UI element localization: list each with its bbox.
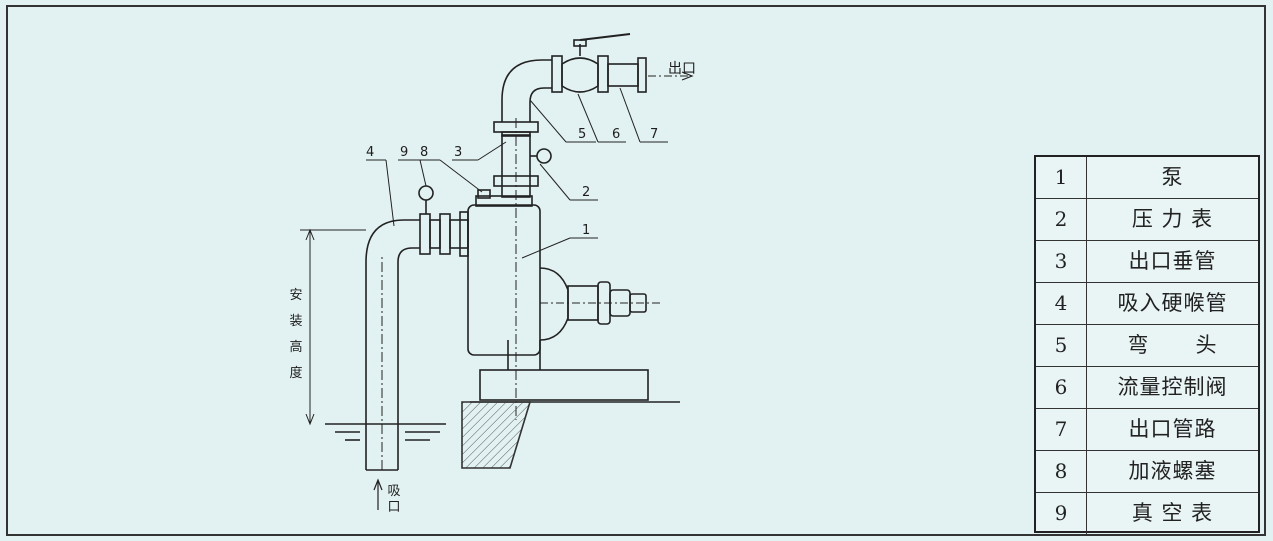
legend-name: 压 力 表 [1131,207,1214,231]
bearing-housing [539,267,569,341]
suction-pipe-inner [397,247,420,470]
pressure-gauge [536,148,552,164]
callout-7: 7 [650,127,659,142]
install-height-char-3: 高 [289,340,303,355]
legend-num: 4 [1036,283,1087,324]
legend-row: 2 压 力 表 [1036,199,1258,241]
outlet-pipe [607,63,639,87]
legend-num: 2 [1036,199,1087,240]
legend-num: 7 [1036,409,1087,450]
legend-num: 1 [1036,157,1087,198]
callout-9: 9 [400,145,409,160]
inlet-char-2: 口 [387,500,401,515]
legend-num: 5 [1036,325,1087,366]
flow-control-valve [561,57,599,93]
outlet-label: 出口 [668,61,696,77]
legend-name: 出口垂管 [1128,249,1217,273]
install-height-char-2: 装 [289,314,303,329]
legend-num: 6 [1036,367,1087,408]
legend-row: 3 出口垂管 [1036,241,1258,283]
callout-8: 8 [420,145,429,160]
legend-row: 7 出口管路 [1036,409,1258,451]
legend-name: 弯 头 [1127,333,1218,357]
drawing-border [6,5,1266,536]
valve-handle [579,33,631,41]
pump-base [479,369,649,401]
callout-2: 2 [582,185,591,200]
callout-3: 3 [454,145,463,160]
callout-5: 5 [578,127,587,142]
suction-pipe [365,219,420,470]
legend-row: 6 流量控制阀 [1036,367,1258,409]
elbow [501,59,552,122]
install-height-char-1: 安 [289,288,303,303]
legend-name: 加液螺塞 [1128,459,1217,483]
pump-casing [467,204,541,356]
legend-row: 8 加液螺塞 [1036,451,1258,493]
legend-row: 5 弯 头 [1036,325,1258,367]
callout-1: 1 [582,223,591,238]
legend-num: 8 [1036,451,1087,492]
legend-num: 9 [1036,493,1087,534]
install-height-char-4: 度 [289,366,303,381]
legend-name: 吸入硬喉管 [1117,291,1228,315]
legend-row: 9 真 空 表 [1036,493,1258,535]
filler-plug [477,189,491,199]
foundation [461,401,532,469]
legend-num: 3 [1036,241,1087,282]
inlet-char-1: 吸 [387,484,401,499]
legend-name: 泵 [1161,165,1184,189]
legend-name: 出口管路 [1128,417,1217,441]
inlet-flange [459,211,469,257]
callout-6: 6 [612,127,621,142]
vacuum-gauge [418,185,434,201]
legend-name: 流量控制阀 [1117,375,1228,399]
legend-name: 真 空 表 [1131,501,1214,525]
callout-4: 4 [366,145,375,160]
legend-row: 4 吸入硬喉管 [1036,283,1258,325]
